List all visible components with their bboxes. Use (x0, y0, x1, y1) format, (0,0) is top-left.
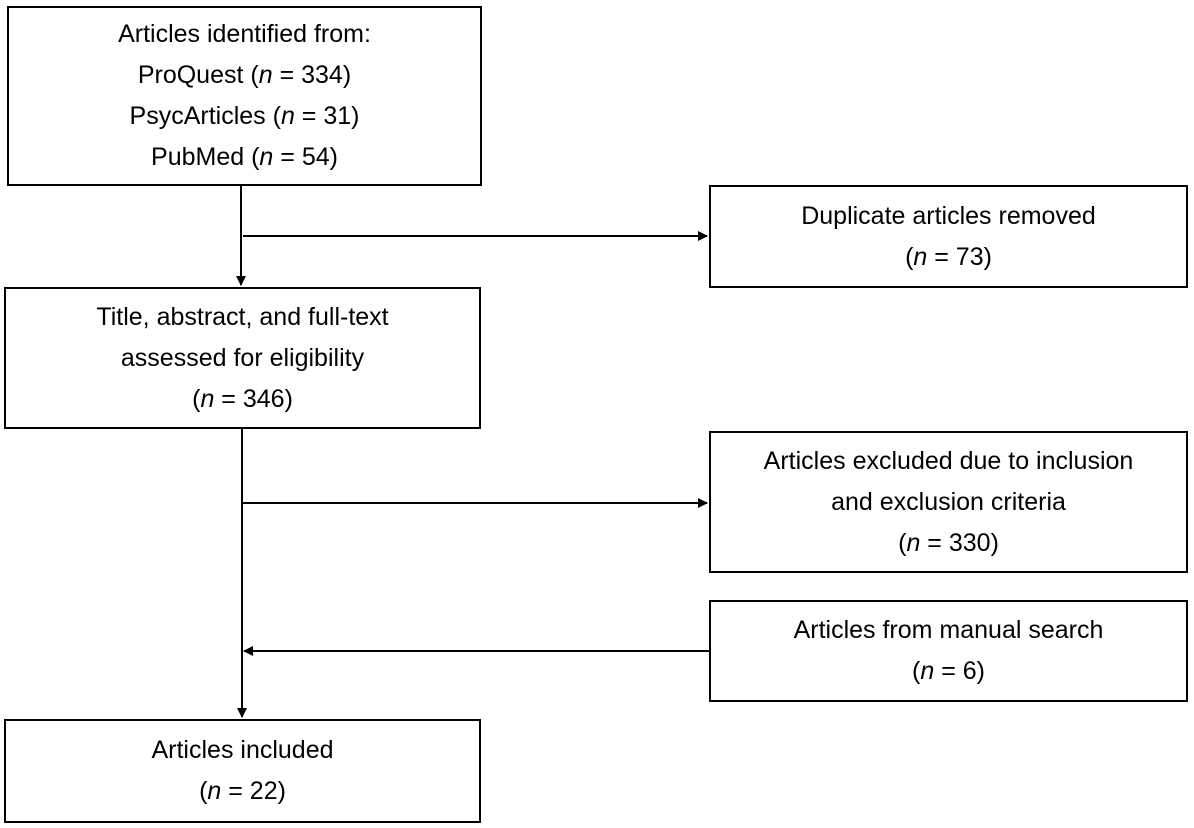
excluded-box: Articles excluded due to inclusion and e… (709, 431, 1188, 573)
assessed-count: (n = 346) (192, 384, 293, 413)
identified-title: Articles identified from: (118, 20, 371, 48)
source-psycarticles: PsycArticles (n = 31) (129, 102, 360, 130)
source-proquest: ProQuest (n = 334) (137, 61, 352, 89)
manual-search-box: Articles from manual search (n = 6) (709, 600, 1188, 702)
manual-search-label: Articles from manual search (793, 616, 1104, 644)
assessed-box: Title, abstract, and full-text assessed … (4, 287, 481, 429)
identified-box: Articles identified from: ProQuest (n = … (7, 6, 482, 186)
source-pubmed: PubMed (n = 54) (151, 143, 338, 171)
duplicates-count: (n = 73) (905, 242, 992, 271)
included-count: (n = 22) (199, 777, 286, 805)
excluded-line-2: and exclusion criteria (831, 487, 1066, 516)
manual-search-count: (n = 6) (912, 657, 985, 685)
duplicates-box: Duplicate articles removed (n = 73) (709, 185, 1188, 288)
excluded-line-1: Articles excluded due to inclusion (763, 446, 1134, 475)
included-box: Articles included (n = 22) (4, 719, 481, 823)
assessed-line-1: Title, abstract, and full-text (96, 302, 389, 331)
excluded-count: (n = 330) (898, 528, 999, 557)
included-label: Articles included (151, 736, 334, 764)
duplicates-label: Duplicate articles removed (801, 201, 1096, 230)
assessed-line-2: assessed for eligibility (120, 343, 365, 372)
